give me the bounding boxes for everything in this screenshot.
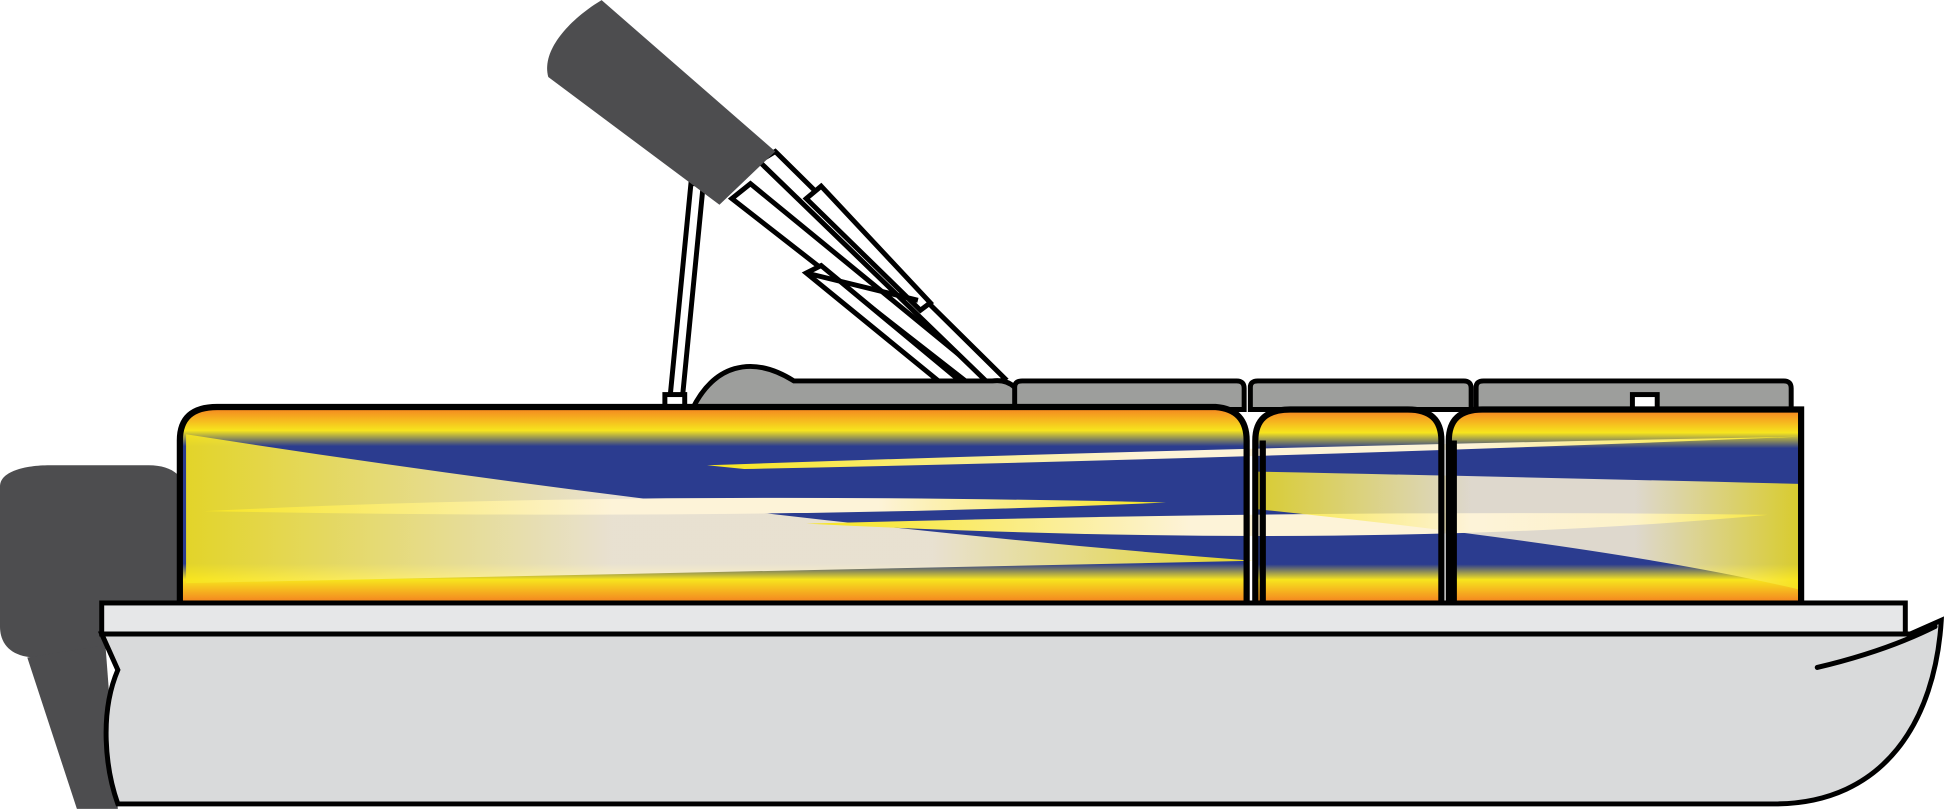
console: [688, 364, 1794, 412]
pontoon-nose-line: [1814, 624, 1938, 670]
fence-panel: [176, 403, 1805, 603]
deck: [99, 600, 1908, 637]
bimini-top: [547, 0, 776, 205]
pontoon-tube: [97, 616, 1945, 807]
